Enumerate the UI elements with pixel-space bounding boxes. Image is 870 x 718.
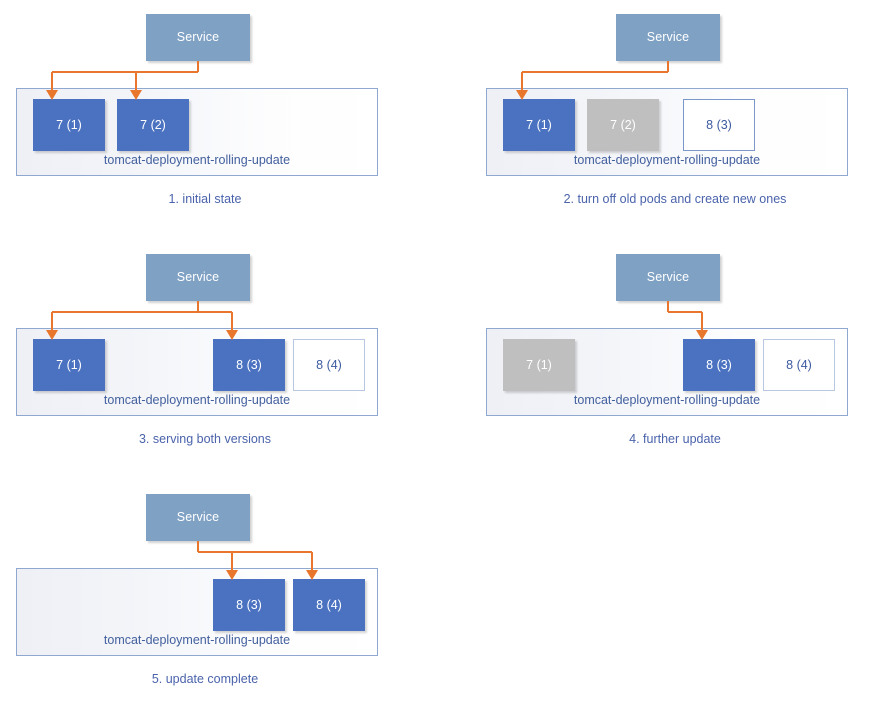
panel-caption: 5. update complete bbox=[151, 672, 259, 686]
pod-active[interactable]: 8 (3) bbox=[213, 579, 285, 631]
service-box[interactable]: Service bbox=[616, 14, 720, 61]
service-label: Service bbox=[646, 30, 690, 45]
service-box[interactable]: Service bbox=[146, 494, 250, 541]
pod-terminating[interactable]: 7 (2) bbox=[587, 99, 659, 151]
panel-caption: 4. further update bbox=[629, 432, 721, 446]
pod-active[interactable]: 8 (4) bbox=[293, 579, 365, 631]
deployment-name-label: tomcat-deployment-rolling-update bbox=[103, 392, 291, 407]
service-box[interactable]: Service bbox=[146, 14, 250, 61]
panel-caption: 3. serving both versions bbox=[138, 432, 271, 446]
panel-caption: 2. turn off old pods and create new ones bbox=[563, 192, 787, 206]
service-label: Service bbox=[176, 30, 220, 45]
pod-terminating[interactable]: 7 (1) bbox=[503, 339, 575, 391]
deployment-name-label: tomcat-deployment-rolling-update bbox=[103, 152, 291, 167]
service-box[interactable]: Service bbox=[616, 254, 720, 301]
service-box[interactable]: Service bbox=[146, 254, 250, 301]
service-label: Service bbox=[176, 270, 220, 285]
deployment-name-label: tomcat-deployment-rolling-update bbox=[103, 632, 291, 647]
pod-active[interactable]: 7 (1) bbox=[503, 99, 575, 151]
pod-active[interactable]: 7 (1) bbox=[33, 99, 105, 151]
pod-active[interactable]: 8 (3) bbox=[213, 339, 285, 391]
deployment-name-label: tomcat-deployment-rolling-update bbox=[573, 392, 761, 407]
service-label: Service bbox=[646, 270, 690, 285]
pod-active[interactable]: 8 (3) bbox=[683, 339, 755, 391]
pod-pending[interactable]: 8 (4) bbox=[293, 339, 365, 391]
service-label: Service bbox=[176, 510, 220, 525]
pod-active[interactable]: 7 (1) bbox=[33, 339, 105, 391]
deployment-name-label: tomcat-deployment-rolling-update bbox=[573, 152, 761, 167]
pod-active[interactable]: 7 (2) bbox=[117, 99, 189, 151]
panel-caption: 1. initial state bbox=[168, 192, 242, 206]
pod-pending[interactable]: 8 (3) bbox=[683, 99, 755, 151]
pod-pending[interactable]: 8 (4) bbox=[763, 339, 835, 391]
